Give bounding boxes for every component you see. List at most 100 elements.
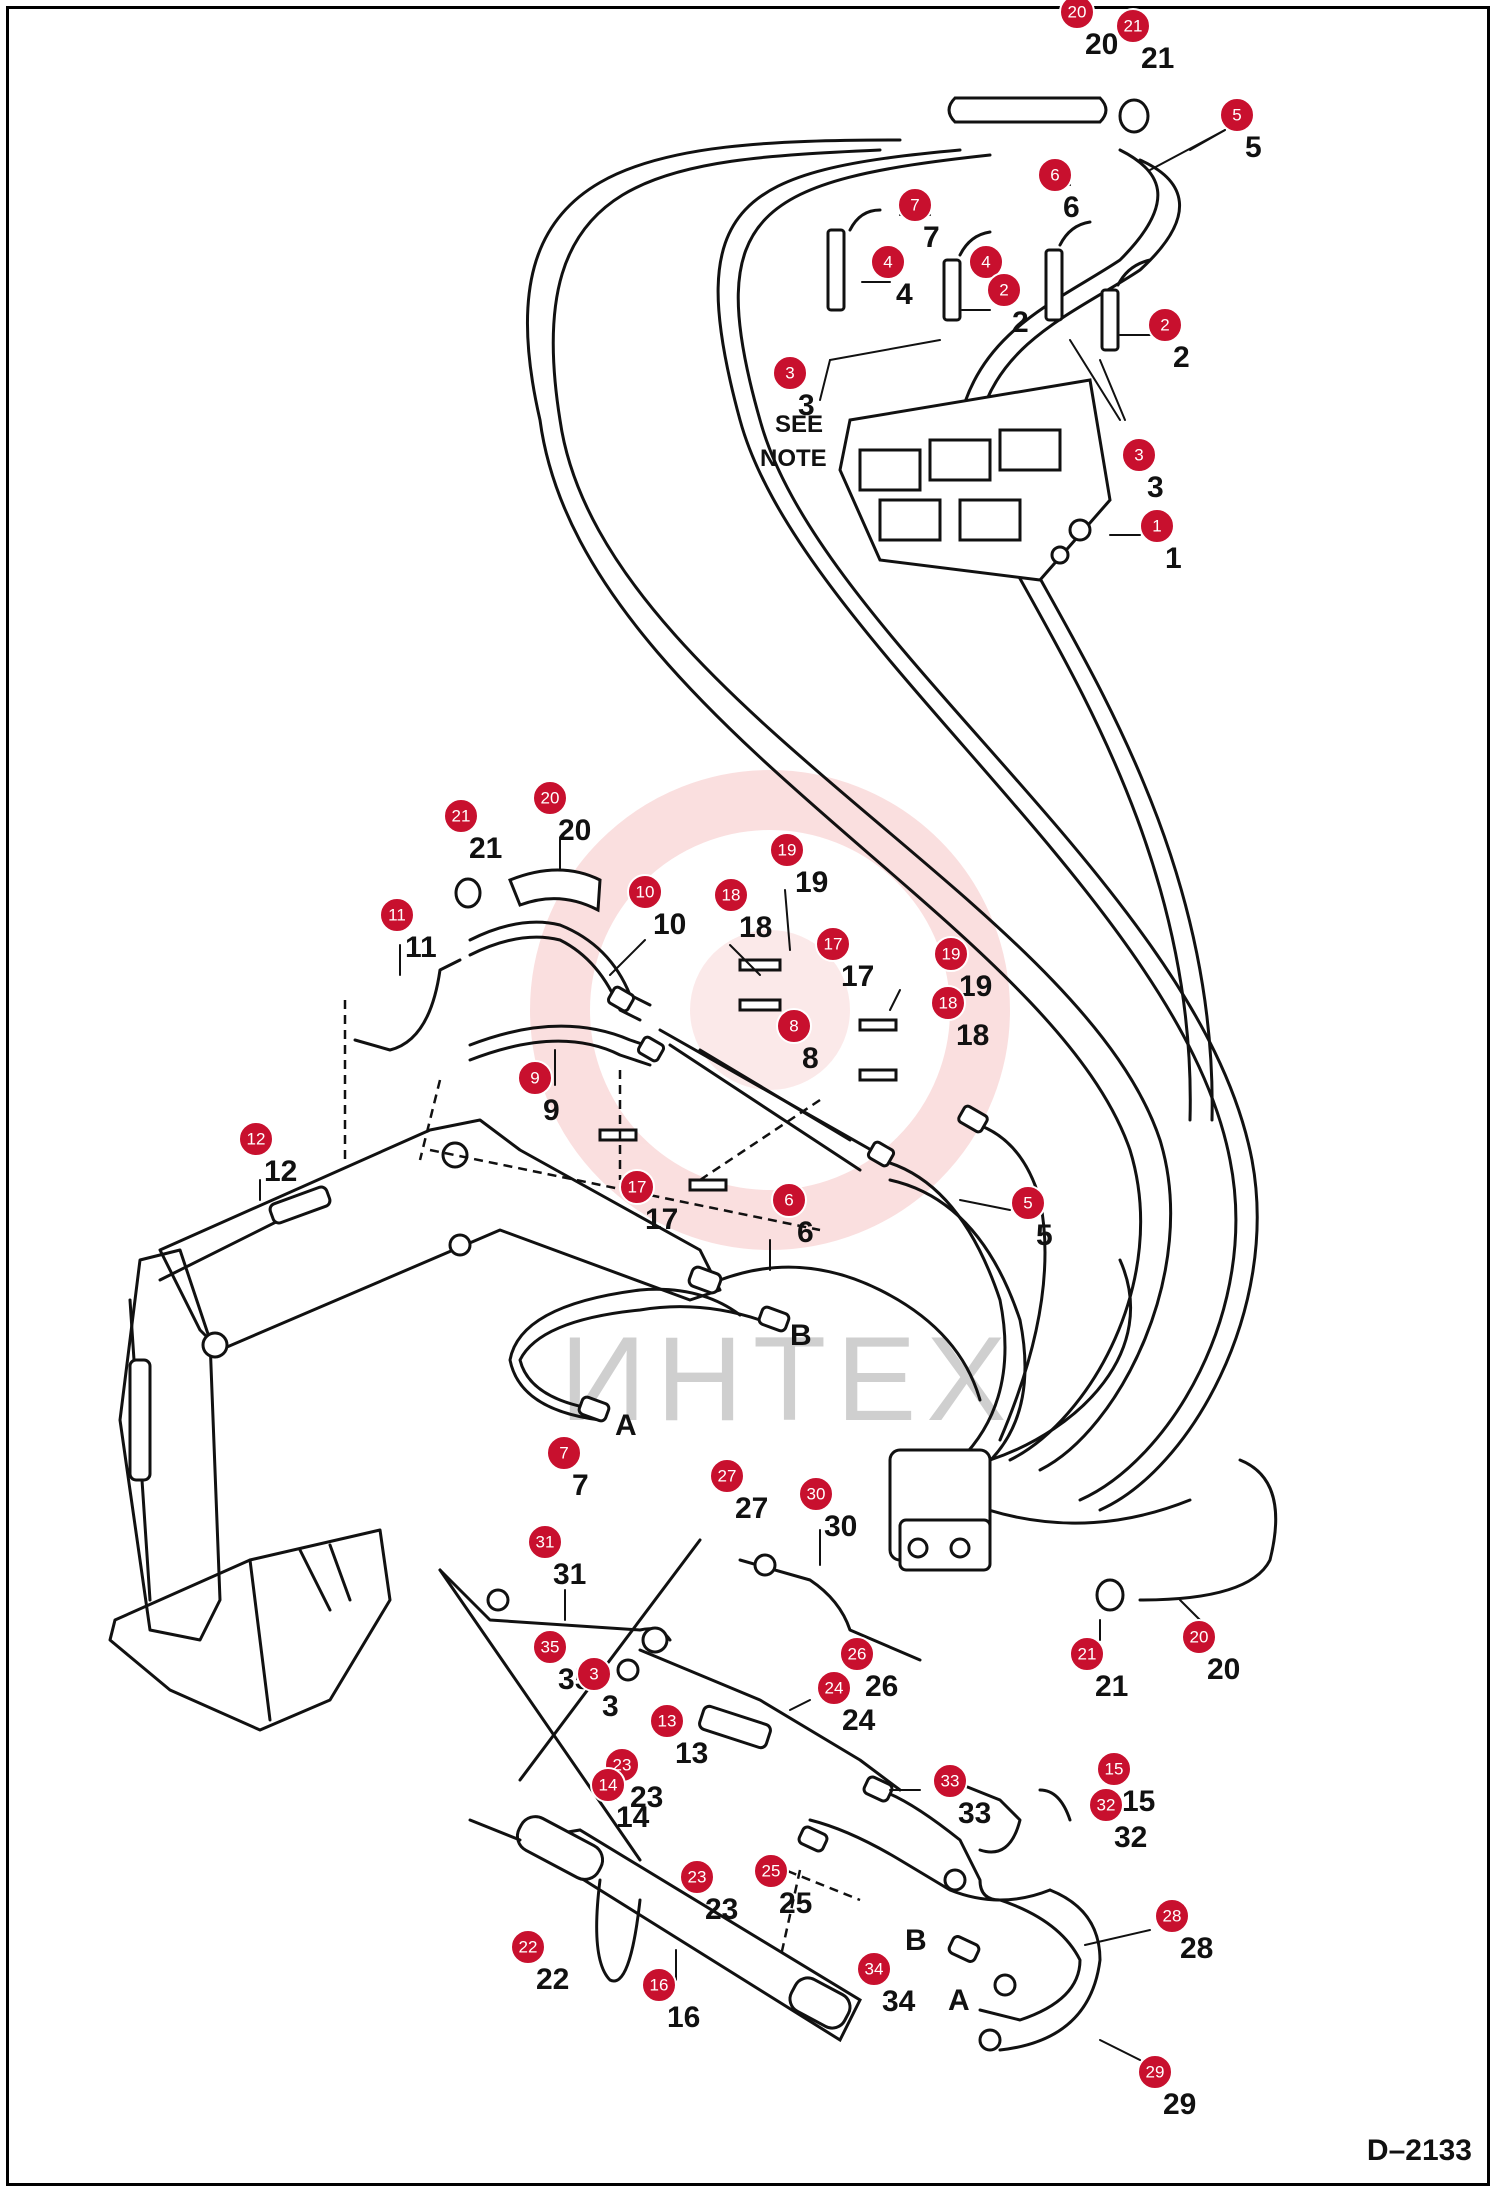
callout-17-b[interactable]: 17 (619, 1169, 655, 1205)
callout-3-a-dot[interactable] (772, 355, 808, 391)
callout-23-b-dot[interactable] (679, 1859, 715, 1895)
callout-3-b[interactable]: 3 (1121, 437, 1157, 473)
callout-15[interactable]: 15 (1096, 1751, 1132, 1787)
callout-25-dot[interactable] (753, 1853, 789, 1889)
callout-22-dot[interactable] (510, 1929, 546, 1965)
callout-12[interactable]: 12 (238, 1121, 274, 1157)
hose-20-mid (508, 868, 602, 913)
callout-10-dot[interactable] (627, 874, 663, 910)
callout-8-dot[interactable] (776, 1008, 812, 1044)
callout-13[interactable]: 13 (649, 1703, 685, 1739)
callout-10[interactable]: 10 (627, 874, 663, 910)
callout-16-dot[interactable] (641, 1967, 677, 2003)
callout-35-dot[interactable] (532, 1629, 568, 1665)
callout-18-b[interactable]: 18 (930, 985, 966, 1021)
callout-6-mid-dot[interactable] (771, 1182, 807, 1218)
callout-5-top-dot[interactable] (1219, 97, 1255, 133)
callout-3-a[interactable]: 3 (772, 355, 808, 391)
callout-21-bot-dot[interactable] (1069, 1636, 1105, 1672)
callout-3-c-dot[interactable] (576, 1656, 612, 1692)
callout-19-a-dot[interactable] (769, 832, 805, 868)
callout-19-a[interactable]: 19 (769, 832, 805, 868)
callout-12-dot[interactable] (238, 1121, 274, 1157)
callout-15-dot[interactable] (1096, 1751, 1132, 1787)
callout-21-mid-dot[interactable] (443, 798, 479, 834)
callout-18-a[interactable]: 18 (713, 877, 749, 913)
callout-35[interactable]: 35 (532, 1629, 568, 1665)
callout-1[interactable]: 1 (1139, 508, 1175, 544)
callout-26-dot[interactable] (839, 1636, 875, 1672)
callout-16[interactable]: 16 (641, 1967, 677, 2003)
callout-28[interactable]: 28 (1154, 1898, 1190, 1934)
callout-30[interactable]: 30 (798, 1476, 834, 1512)
callout-17-a[interactable]: 17 (815, 926, 851, 962)
callout-11[interactable]: 11 (379, 897, 415, 933)
callout-19-b-dot[interactable] (933, 936, 969, 972)
callout-4-b[interactable]: 4 (968, 244, 1004, 280)
callout-18-a-dot[interactable] (713, 877, 749, 913)
callout-26[interactable]: 26 (839, 1636, 875, 1672)
callout-5-top[interactable]: 5 (1219, 97, 1255, 133)
callout-24[interactable]: 24 (816, 1670, 852, 1706)
callout-14[interactable]: 14 (590, 1767, 626, 1803)
callout-27-dot[interactable] (709, 1458, 745, 1494)
callout-3-c[interactable]: 3 (576, 1656, 612, 1692)
callout-6-top[interactable]: 6 (1037, 157, 1073, 193)
callout-25[interactable]: 25 (753, 1853, 789, 1889)
callout-6-top-dot[interactable] (1037, 157, 1073, 193)
callout-13-dot[interactable] (649, 1703, 685, 1739)
callout-8[interactable]: 8 (776, 1008, 812, 1044)
callout-2-b-dot[interactable] (1147, 307, 1183, 343)
callout-23-b[interactable]: 23 (679, 1859, 715, 1895)
callout-5-mid[interactable]: 5 (1010, 1185, 1046, 1221)
callout-2-a-dot[interactable] (986, 272, 1022, 308)
callout-5-mid-dot[interactable] (1010, 1185, 1046, 1221)
callout-18-b-dot[interactable] (930, 985, 966, 1021)
callout-28-dot[interactable] (1154, 1898, 1190, 1934)
callout-20-mid[interactable]: 20 (532, 780, 568, 816)
callout-14-dot[interactable] (590, 1767, 626, 1803)
callout-29[interactable]: 29 (1137, 2054, 1173, 2090)
callout-33[interactable]: 33 (932, 1763, 968, 1799)
callout-9-dot[interactable] (517, 1060, 553, 1096)
callout-32-dot[interactable] (1088, 1787, 1124, 1823)
callout-9[interactable]: 9 (517, 1060, 553, 1096)
callout-27[interactable]: 27 (709, 1458, 745, 1494)
callout-33-dot[interactable] (932, 1763, 968, 1799)
callout-21-mid[interactable]: 21 (443, 798, 479, 834)
callout-20-mid-dot[interactable] (532, 780, 568, 816)
callout-34[interactable]: 34 (856, 1951, 892, 1987)
callout-22[interactable]: 22 (510, 1929, 546, 1965)
callout-20-top-dot[interactable] (1059, 0, 1095, 30)
callout-4-a[interactable]: 4 (870, 244, 906, 280)
callout-21-top-dot[interactable] (1115, 8, 1151, 44)
callout-20-top[interactable]: 20 (1059, 0, 1095, 30)
callout-7-top-dot[interactable] (897, 187, 933, 223)
callout-4-a-dot[interactable] (870, 244, 906, 280)
callout-20-bot[interactable]: 20 (1181, 1619, 1217, 1655)
callout-17-a-dot[interactable] (815, 926, 851, 962)
callout-21-bot[interactable]: 21 (1069, 1636, 1105, 1672)
callout-2-b[interactable]: 2 (1147, 307, 1183, 343)
callout-2-a[interactable]: 2 (986, 272, 1022, 308)
callout-3-b-dot[interactable] (1121, 437, 1157, 473)
callout-20-bot-dot[interactable] (1181, 1619, 1217, 1655)
callout-1-dot[interactable] (1139, 508, 1175, 544)
callout-21-top[interactable]: 21 (1115, 8, 1151, 44)
callout-7-mid-dot[interactable] (546, 1435, 582, 1471)
callout-24-dot[interactable] (816, 1670, 852, 1706)
callout-4-b-dot[interactable] (968, 244, 1004, 280)
callout-30-dot[interactable] (798, 1476, 834, 1512)
callout-19-b[interactable]: 19 (933, 936, 969, 972)
callout-34-dot[interactable] (856, 1951, 892, 1987)
callout-11-dot[interactable] (379, 897, 415, 933)
callout-32[interactable]: 32 (1088, 1787, 1124, 1823)
callout-29-dot[interactable] (1137, 2054, 1173, 2090)
callout-6-mid[interactable]: 6 (771, 1182, 807, 1218)
callout-31[interactable]: 31 (527, 1524, 563, 1560)
callout-17-b-dot[interactable] (619, 1169, 655, 1205)
callout-31-dot[interactable] (527, 1524, 563, 1560)
callout-7-mid[interactable]: 7 (546, 1435, 582, 1471)
callout-23-a-label: 23 (630, 1781, 663, 1814)
callout-7-top[interactable]: 7 (897, 187, 933, 223)
